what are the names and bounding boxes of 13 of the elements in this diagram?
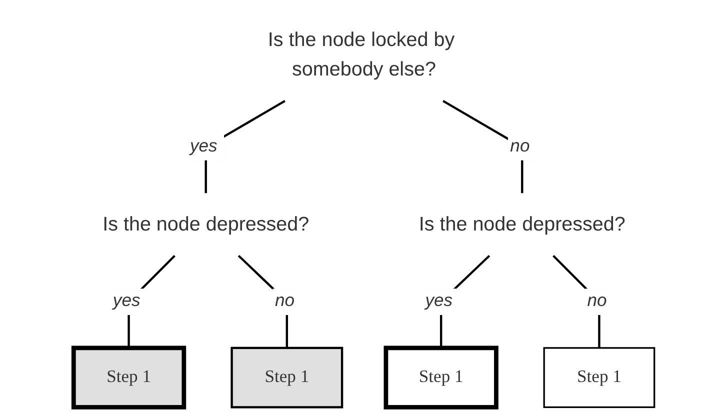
node-box: Step 1 xyxy=(543,347,656,408)
node-text: Is the node locked by somebody else? xyxy=(268,28,455,80)
node-text: Is the node depressed? xyxy=(102,212,310,235)
edge-label: yes xyxy=(425,292,453,311)
node-box: Step 1 xyxy=(384,346,498,410)
edge-label: no xyxy=(587,292,607,311)
edge-label: yes xyxy=(112,292,140,311)
edge-label: no xyxy=(274,292,294,311)
edge-label: yes xyxy=(190,137,218,156)
node-text: Is the node depressed? xyxy=(418,212,626,235)
node-box: Step 1 xyxy=(230,346,344,408)
edge-label: no xyxy=(510,137,530,156)
node-box: Step 1 xyxy=(71,346,186,410)
